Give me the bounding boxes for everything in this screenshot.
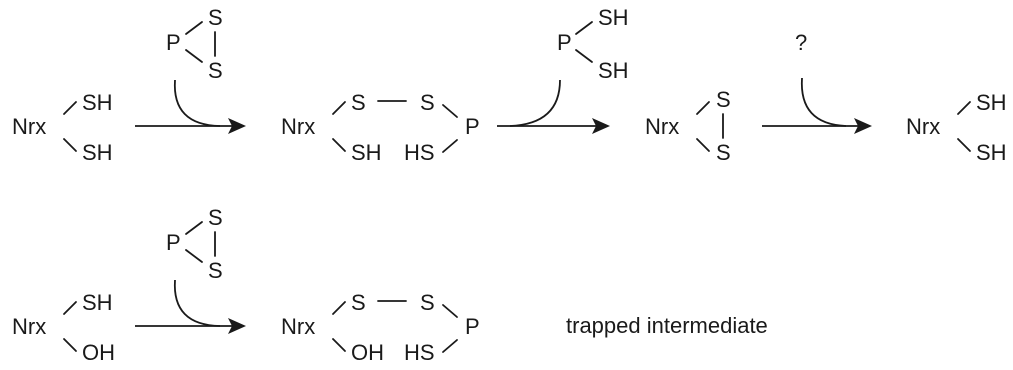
- cyclic-p-disulfide-reagent: P S S: [166, 5, 223, 83]
- nrx-dithiol-product: Nrx SH SH: [906, 90, 1007, 165]
- phosphorus-label: P: [465, 314, 480, 339]
- bond: [957, 101, 971, 115]
- bond: [185, 49, 203, 63]
- sulfur-label: S: [716, 87, 731, 112]
- bond: [696, 101, 710, 115]
- bond: [332, 338, 346, 352]
- bond: [185, 221, 203, 235]
- trapped-mixed-disulfide: Nrx S OH S P HS: [281, 290, 480, 365]
- sulfur-label: S: [208, 258, 223, 283]
- thiol-label: SH: [82, 290, 113, 315]
- sulfur-label: S: [351, 90, 366, 115]
- thiol-label: SH: [82, 140, 113, 165]
- nrx-label: Nrx: [12, 314, 46, 339]
- sulfur-label: S: [208, 58, 223, 83]
- nrx-label: Nrx: [281, 114, 315, 139]
- bond: [63, 101, 77, 115]
- hydroxyl-label: OH: [351, 340, 384, 365]
- sulfur-label: S: [208, 5, 223, 30]
- bond: [442, 304, 458, 318]
- trapped-intermediate-label: trapped intermediate: [566, 313, 768, 338]
- unknown-reagent-label: ?: [795, 30, 807, 55]
- mixed-disulfide-intermediate: Nrx S SH S P HS: [281, 90, 480, 165]
- reaction-arrow: [135, 79, 246, 134]
- phosphorus-label: P: [166, 30, 181, 55]
- thiol-label: SH: [598, 58, 629, 83]
- bond: [63, 301, 77, 315]
- hydroxyl-label: OH: [82, 340, 115, 365]
- bond: [185, 21, 203, 35]
- sulfur-label: S: [351, 290, 366, 315]
- reaction-arrow: [762, 77, 872, 134]
- bond: [332, 138, 346, 152]
- bond: [185, 249, 203, 263]
- bond: [696, 138, 710, 152]
- sulfur-label: S: [716, 140, 731, 165]
- phosphorus-label: P: [166, 230, 181, 255]
- reaction-arrow: [135, 279, 246, 334]
- nrx-label: Nrx: [12, 114, 46, 139]
- sulfur-label: S: [420, 290, 435, 315]
- thiol-label: SH: [976, 140, 1007, 165]
- cyclic-p-disulfide-reagent: P S S: [166, 205, 223, 283]
- thiol-label: SH: [976, 90, 1007, 115]
- phosphorus-label: P: [557, 30, 572, 55]
- bond: [332, 101, 346, 115]
- bond: [575, 49, 593, 63]
- nrx-label: Nrx: [645, 114, 679, 139]
- bond: [575, 21, 593, 35]
- nrx-disulfide: Nrx S S: [645, 87, 731, 165]
- thiol-label: SH: [351, 140, 382, 165]
- sulfur-label: S: [208, 205, 223, 230]
- nrx-thiol-hydroxyl-reactant: Nrx SH OH: [12, 290, 115, 365]
- nrx-dithiol-reactant: Nrx SH SH: [12, 90, 113, 165]
- thiol-label: SH: [82, 90, 113, 115]
- bond: [63, 138, 77, 152]
- bond: [957, 138, 971, 152]
- bond: [442, 339, 458, 353]
- bond: [442, 139, 458, 153]
- nrx-label: Nrx: [906, 114, 940, 139]
- thiol-label: HS: [404, 140, 435, 165]
- p-dithiol-byproduct: P SH SH: [557, 5, 629, 83]
- bond: [63, 338, 77, 352]
- thiol-label: HS: [404, 340, 435, 365]
- thiol-label: SH: [598, 5, 629, 30]
- phosphorus-label: P: [465, 114, 480, 139]
- bond: [442, 104, 458, 118]
- reaction-arrow: [497, 79, 610, 134]
- nrx-label: Nrx: [281, 314, 315, 339]
- sulfur-label: S: [420, 90, 435, 115]
- bond: [332, 301, 346, 315]
